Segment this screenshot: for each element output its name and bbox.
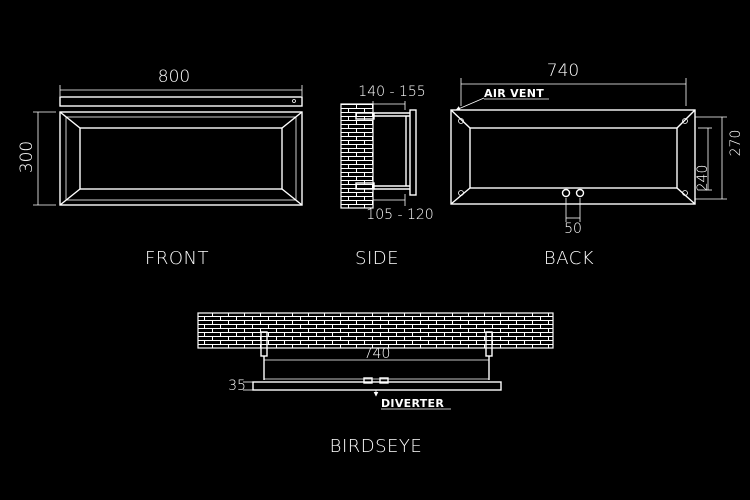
back-caption: BACK <box>544 248 594 269</box>
side-bottom-label: 105 - 120 <box>366 207 433 223</box>
front-height-label: 300 <box>17 141 37 173</box>
side-view: 140 - 155 105 - 120 SIDE <box>340 84 434 269</box>
back-height-outer-label: 270 <box>728 130 744 157</box>
back-pipe-right <box>575 188 585 198</box>
birdseye-view: 740 DIVERTER 35 BIRDSEYE <box>197 312 554 457</box>
birdseye-fire-body <box>252 381 502 391</box>
front-caption: FRONT <box>145 248 209 269</box>
birdseye-note-diverter: DIVERTER <box>381 397 444 410</box>
birdseye-brick-wall <box>197 312 554 349</box>
side-fire-body <box>409 109 417 196</box>
front-glass <box>79 127 283 190</box>
side-top-label: 140 - 155 <box>358 84 425 100</box>
back-pipe-gap-label: 50 <box>564 221 582 237</box>
back-view: 740 AIR VENT 50 270 240 BACK <box>450 61 744 269</box>
front-frame <box>59 111 303 206</box>
birdseye-diverter <box>363 377 373 384</box>
birdseye-caption: BIRDSEYE <box>330 436 423 457</box>
back-height-inner-label: 240 <box>695 165 711 192</box>
back-width-label: 740 <box>547 61 579 81</box>
front-width-label: 800 <box>158 67 190 87</box>
side-brick-wall <box>340 103 374 209</box>
back-pipe-left <box>561 188 571 198</box>
front-view: 800 300 FRONT <box>17 67 303 269</box>
back-frame <box>450 109 696 205</box>
birdseye-depth-label: 35 <box>228 378 246 394</box>
back-note-air-vent: AIR VENT <box>484 87 544 100</box>
side-caption: SIDE <box>355 248 399 269</box>
birdseye-width-label: 740 <box>364 346 391 362</box>
